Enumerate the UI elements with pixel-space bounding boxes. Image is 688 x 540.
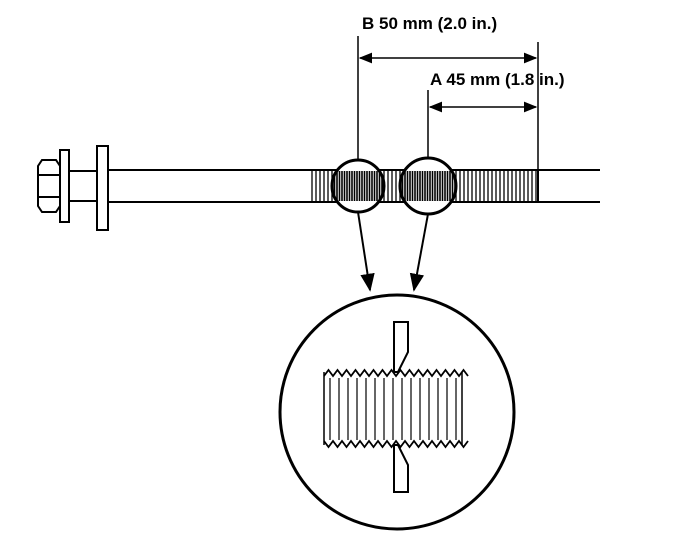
leader-arrow-a bbox=[409, 213, 429, 292]
gauge-plate-upper bbox=[393, 321, 409, 373]
magnified-thread-view bbox=[278, 293, 516, 531]
dimension-b-value: 50 mm (2.0 in.) bbox=[379, 14, 498, 33]
gauge-plate-lower bbox=[393, 444, 409, 493]
inspection-circle-b bbox=[330, 158, 386, 214]
dimension-a-label: A 45 mm (1.8 in.) bbox=[430, 70, 565, 90]
inspection-circle-a bbox=[398, 156, 458, 216]
dimension-a-value: 45 mm (1.8 in.) bbox=[446, 70, 565, 89]
bolt-head bbox=[37, 145, 109, 231]
extension-lines bbox=[357, 36, 539, 170]
dimension-b-letter: B bbox=[362, 14, 375, 33]
leader-arrow-b bbox=[357, 211, 375, 292]
dimension-b-label: B 50 mm (2.0 in.) bbox=[362, 14, 497, 34]
dimension-a-letter: A bbox=[430, 70, 442, 89]
